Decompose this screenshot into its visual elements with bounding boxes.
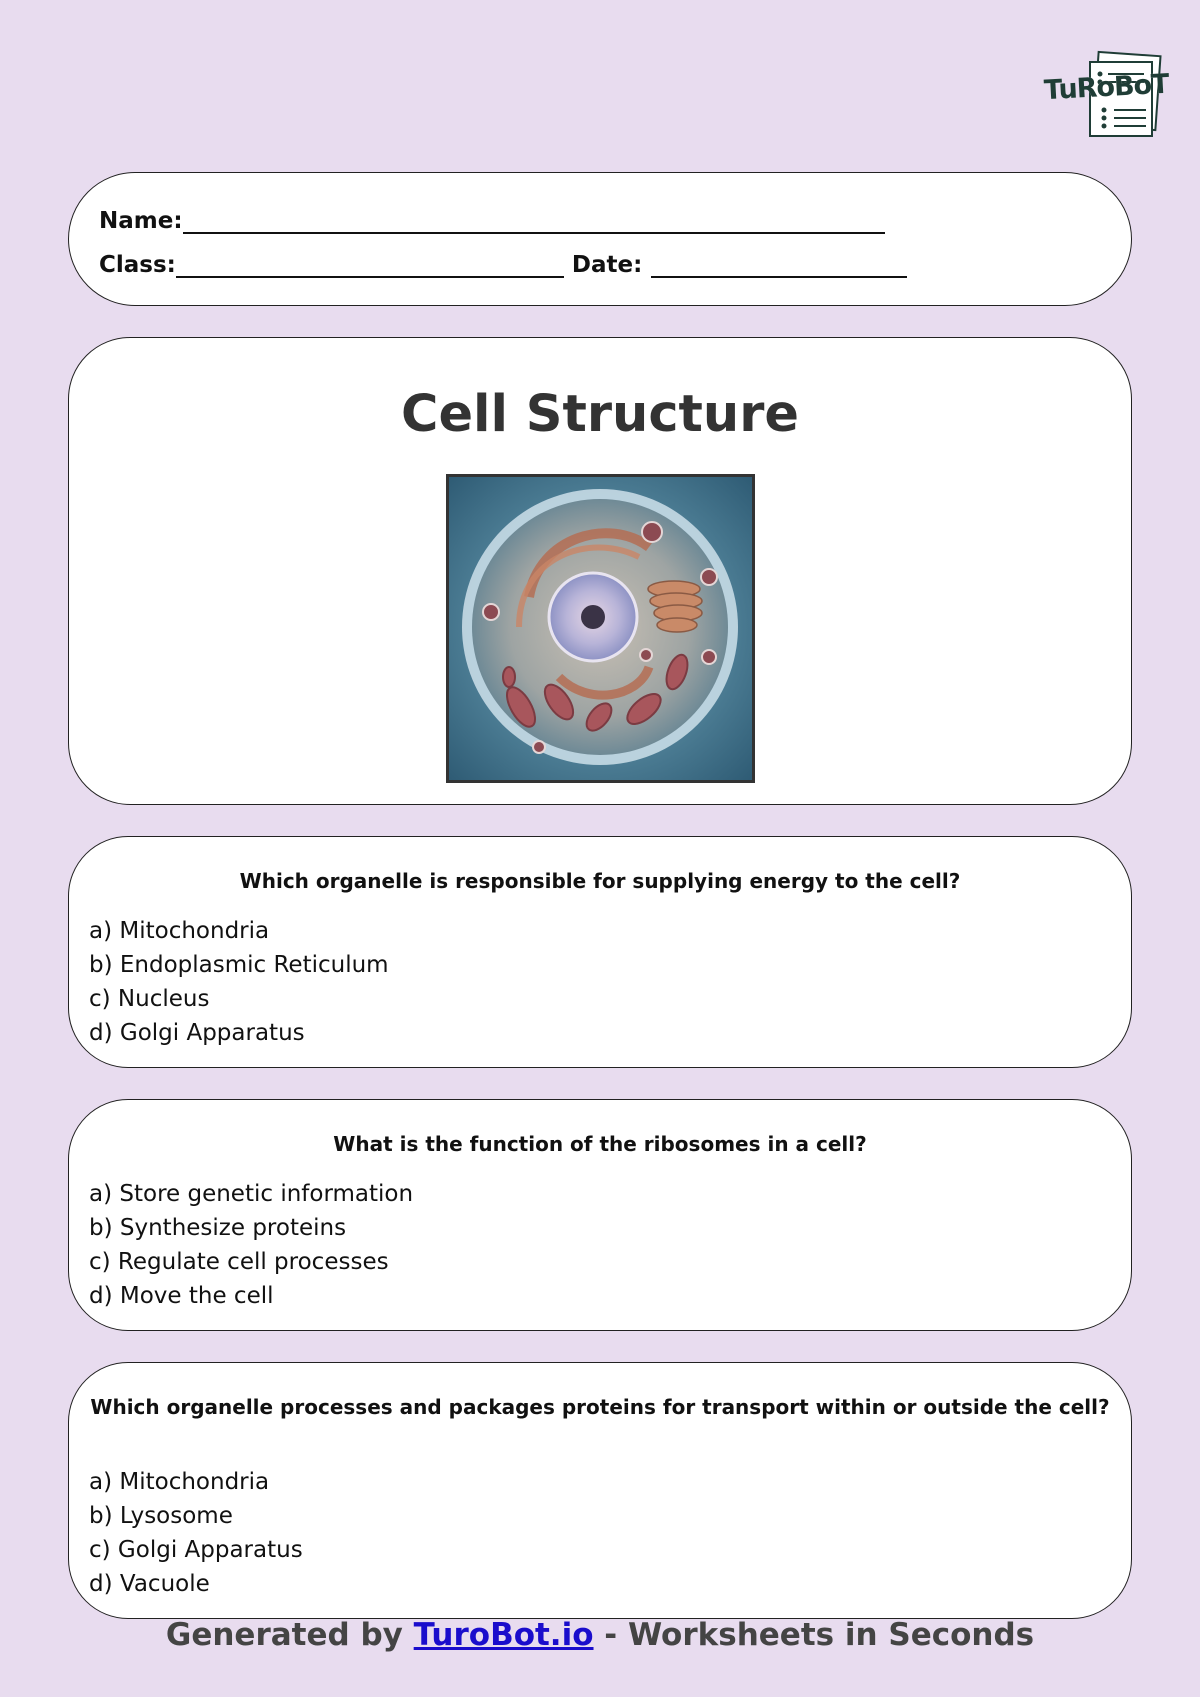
option-2a[interactable]: a) Store genetic information <box>89 1181 414 1207</box>
option-2d[interactable]: d) Move the cell <box>89 1283 274 1309</box>
footer-prefix: Generated by <box>165 1617 414 1653</box>
date-line[interactable] <box>651 254 908 278</box>
worksheet-title: Cell Structure <box>401 385 799 444</box>
question-3-text: Which organelle processes and packages p… <box>90 1395 1110 1419</box>
option-1c[interactable]: c) Nucleus <box>89 986 210 1012</box>
footer: Generated by TuroBot.io - Worksheets in … <box>0 1617 1200 1653</box>
footer-suffix: - Worksheets in Seconds <box>593 1617 1035 1653</box>
logo-papers-icon <box>1089 50 1162 137</box>
option-1d[interactable]: d) Golgi Apparatus <box>89 1020 305 1046</box>
option-3d[interactable]: d) Vacuole <box>89 1571 210 1597</box>
logo-text: TuRoBoT <box>1043 68 1170 107</box>
class-label: Class: <box>99 252 176 278</box>
question-1-options: a) Mitochondria b) Endoplasmic Reticulum… <box>89 914 389 1050</box>
date-label: Date: <box>571 252 643 278</box>
name-field[interactable]: Name: <box>99 208 885 234</box>
question-card-1 <box>68 836 1132 1068</box>
option-2b[interactable]: b) Synthesize proteins <box>89 1215 347 1241</box>
question-card-2 <box>68 1099 1132 1331</box>
class-date-row: Class: Date: <box>99 252 908 278</box>
option-2c[interactable]: c) Regulate cell processes <box>89 1249 389 1275</box>
question-2-options: a) Store genetic information b) Synthesi… <box>89 1177 413 1313</box>
option-3c[interactable]: c) Golgi Apparatus <box>89 1537 303 1563</box>
option-3a[interactable]: a) Mitochondria <box>89 1469 270 1495</box>
name-label: Name: <box>99 208 183 234</box>
option-1a[interactable]: a) Mitochondria <box>89 918 270 944</box>
turobot-link[interactable]: TuroBot.io <box>413 1617 594 1653</box>
question-card-3 <box>68 1362 1132 1619</box>
turobot-logo: TuRoBoT <box>1043 50 1169 138</box>
question-3-options: a) Mitochondria b) Lysosome c) Golgi App… <box>89 1465 303 1601</box>
class-line[interactable] <box>175 254 564 278</box>
option-3b[interactable]: b) Lysosome <box>89 1503 233 1529</box>
cell-illustration <box>446 474 755 783</box>
question-2-text: What is the function of the ribosomes in… <box>333 1132 867 1156</box>
name-line[interactable] <box>182 210 885 234</box>
option-1b[interactable]: b) Endoplasmic Reticulum <box>89 952 389 978</box>
student-info-card <box>68 172 1132 306</box>
question-1-text: Which organelle is responsible for suppl… <box>239 869 961 893</box>
